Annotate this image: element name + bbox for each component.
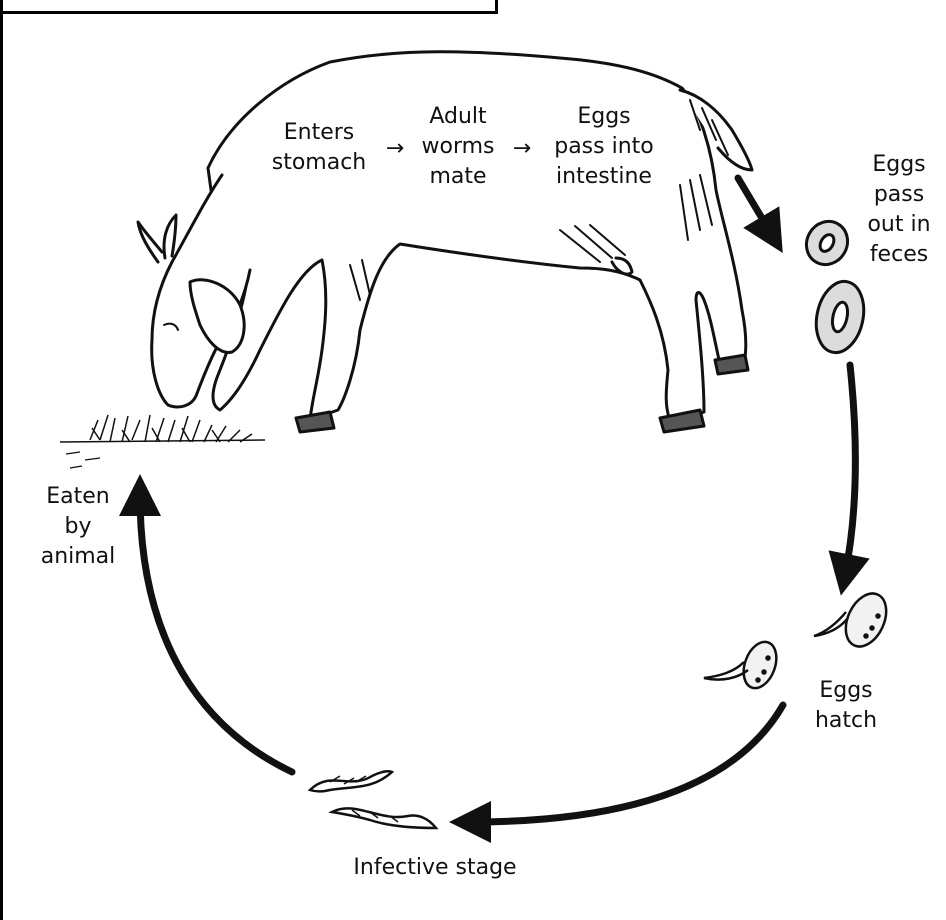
label-eggs-hatch: Eggs hatch [798, 676, 894, 736]
hatching-larva-icon [814, 587, 894, 653]
larva-icon [310, 771, 392, 791]
arrow-right-icon: → [510, 134, 534, 164]
grass-tuft [60, 415, 265, 468]
label-infective-stage: Infective stage [320, 853, 550, 883]
label-adult-worms-mate: Adult worms mate [410, 102, 506, 192]
arrow-right-icon: → [383, 134, 407, 164]
label-eggs-pass-into-intestine: Eggs pass into intestine [540, 102, 668, 192]
egg-icon [810, 277, 870, 357]
larva-icon [332, 808, 436, 828]
label-enters-stomach: Enters stomach [262, 118, 376, 178]
egg-icon [799, 214, 856, 272]
hatching-larva-icon [704, 637, 782, 692]
label-eggs-pass-out-in-feces: Eggs pass out in feces [852, 150, 946, 270]
label-eaten-by-animal: Eaten by animal [26, 482, 130, 572]
